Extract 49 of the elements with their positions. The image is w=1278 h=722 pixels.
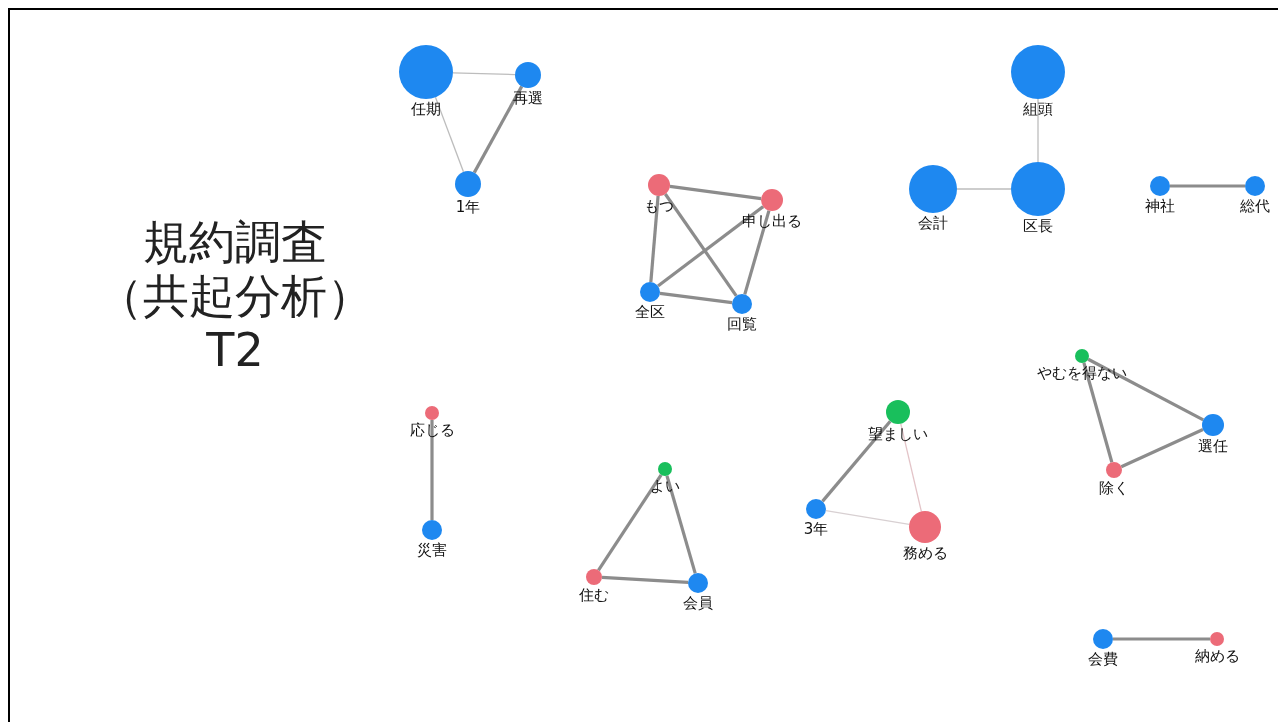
co-occurrence-line (434, 96, 465, 173)
word-label: 住む (579, 586, 609, 604)
word-label: 全区 (635, 303, 665, 321)
co-occurrence-line (956, 188, 1012, 190)
co-occurrence-line (1120, 428, 1204, 469)
co-occurrence-line (669, 184, 762, 201)
co-occurrence-line (657, 205, 765, 288)
co-occurrence-line (597, 473, 663, 572)
word-label: 会費 (1088, 650, 1118, 668)
co-occurrence-line (430, 420, 434, 520)
co-occurrence-line (1087, 357, 1204, 422)
word-label: 回覧 (727, 315, 757, 333)
word-label: 神社 (1145, 197, 1175, 215)
word-label: 望ましい (868, 425, 928, 443)
co-occurrence-line (649, 195, 660, 283)
co-occurrence-line (472, 85, 524, 174)
word-label: 会員 (683, 594, 713, 612)
word-label: 申し出る (742, 212, 802, 230)
co-occurrence-line (1170, 184, 1245, 188)
word-label: 災害 (417, 541, 447, 559)
co-occurrence-line (665, 475, 697, 574)
word-label: 除く (1099, 479, 1129, 497)
word-label: もつ (644, 197, 674, 215)
co-occurrence-line (825, 510, 910, 526)
word-label: 再選 (513, 89, 543, 107)
co-occurrence-line (1113, 637, 1210, 641)
co-occurrence-line (1037, 98, 1039, 163)
word-label: 総代 (1240, 197, 1270, 215)
word-label: よい (650, 477, 680, 495)
word-label: 組頭 (1023, 100, 1053, 118)
co-occurrence-line (900, 423, 922, 513)
co-occurrence-line (821, 420, 892, 503)
word-label: 任期 (411, 100, 441, 118)
word-label: 選任 (1198, 437, 1228, 455)
word-label: 区長 (1023, 217, 1053, 235)
co-occurrence-line (601, 575, 689, 584)
co-occurrence-line (659, 291, 733, 305)
co-occurrence-line (663, 193, 738, 297)
co-occurrence-line (452, 72, 516, 76)
word-label: やむを得ない (1037, 364, 1127, 382)
co-occurrence-line (743, 210, 771, 295)
title: 規約調査（共起分析）T2 (96, 215, 374, 377)
word-label: 1年 (455, 198, 481, 216)
co-occurrence-line (1082, 362, 1114, 463)
word-label: 応じる (409, 421, 455, 439)
word-label: 務める (902, 544, 948, 562)
word-label: 会計 (918, 214, 948, 232)
word-label: 納める (1194, 647, 1240, 665)
word-label: 3年 (803, 520, 829, 538)
